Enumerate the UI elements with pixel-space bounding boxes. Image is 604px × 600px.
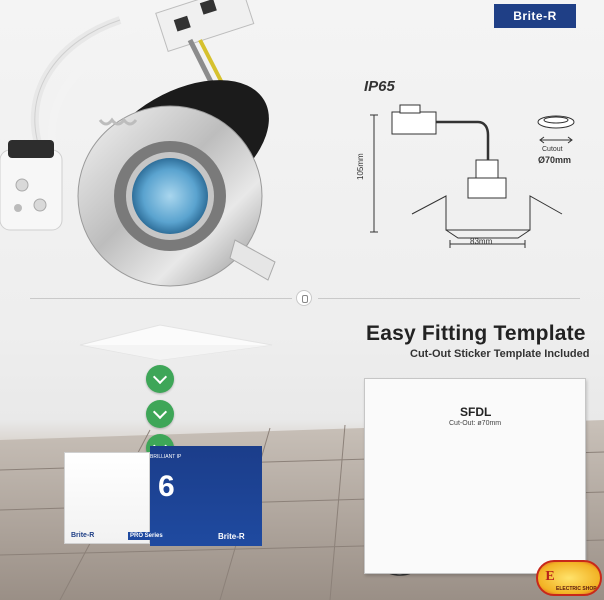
box-front-brand: Brite-R <box>71 532 95 539</box>
cutout-value: Ø70mm <box>538 155 572 165</box>
light-planes <box>79 324 273 361</box>
product-box-front <box>64 452 150 544</box>
template-cutout: Cut-Out: ø70mm <box>449 420 502 427</box>
box-top-text: BRILLIANT IP <box>150 454 182 460</box>
fitting-title: Easy Fitting Template <box>366 322 586 345</box>
width-dimension: 83mm <box>470 237 493 246</box>
ip-rating-label: IP65 <box>364 78 395 95</box>
fitting-subtitle: Cut-Out Sticker Template Included <box>410 348 590 360</box>
box-series-badge: PRO Series <box>128 532 165 540</box>
template-sheet <box>364 378 586 574</box>
height-dimension: 105mm <box>356 133 365 180</box>
store-logo-letter: E <box>545 569 555 584</box>
cutout-label: Cutout <box>542 146 563 153</box>
height-value: 105mm <box>356 153 365 180</box>
store-logo <box>536 560 602 596</box>
lamp-holder <box>0 16 142 231</box>
divider-left <box>30 298 292 299</box>
product-box-side <box>150 446 262 546</box>
chevron-down-icon <box>146 400 174 428</box>
box-number: 6 <box>158 470 175 503</box>
chevron-down-icon <box>146 365 174 393</box>
brand-logo: Brite-R <box>494 4 576 28</box>
divider-right <box>318 298 580 299</box>
template-name: SFDL <box>460 405 492 419</box>
divider-clip-icon <box>296 290 312 306</box>
dimension-drawing <box>370 104 575 248</box>
store-logo-text: ELECTRIC SHOP <box>556 586 597 592</box>
downlight-fitting <box>77 80 276 287</box>
box-side-brand: Brite-R <box>218 532 245 541</box>
